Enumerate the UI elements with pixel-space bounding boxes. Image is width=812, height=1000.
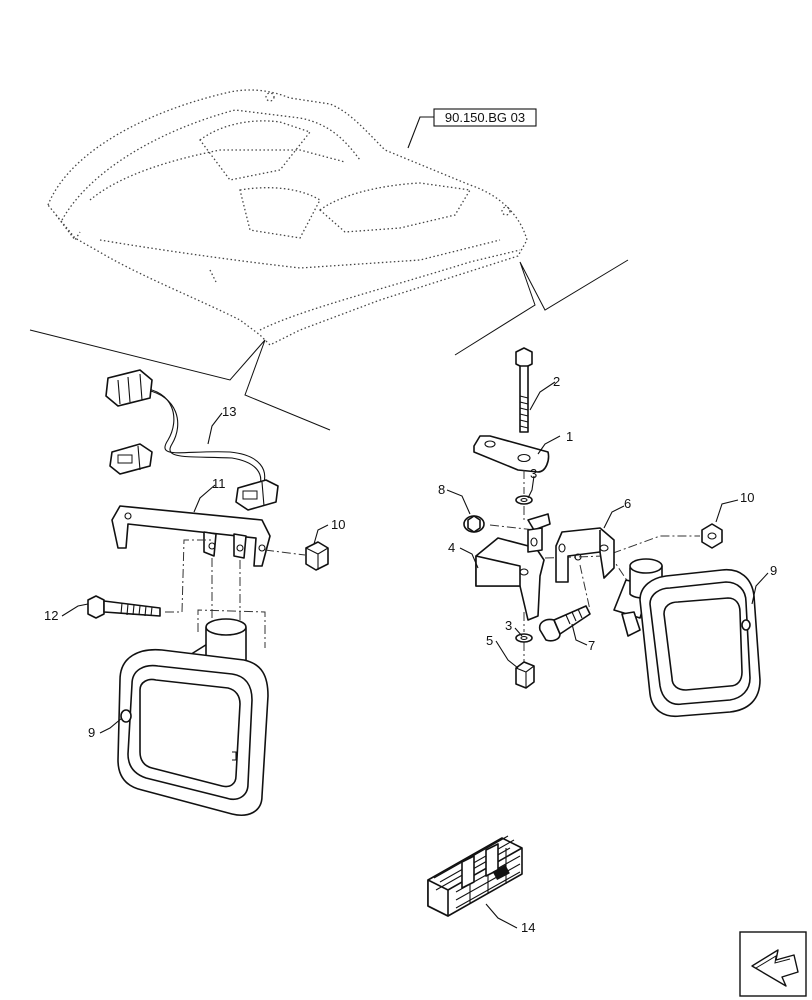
callout-12[interactable]: 12 (44, 608, 58, 623)
callout-9-left[interactable]: 9 (88, 725, 95, 740)
next-page-arrow-icon[interactable] (739, 931, 807, 997)
callout-1[interactable]: 1 (566, 429, 573, 444)
callout-3-upper[interactable]: 3 (530, 466, 537, 481)
nut-right (701, 523, 723, 549)
washer-lower (515, 633, 533, 643)
callout-11[interactable]: 11 (212, 476, 226, 491)
callout-3-lower[interactable]: 3 (505, 618, 512, 633)
right-work-lamp (613, 558, 761, 718)
wiring-harness (105, 369, 279, 511)
reference-box-text: 90.150.BG 03 (445, 110, 525, 125)
callout-13[interactable]: 13 (222, 404, 236, 419)
callout-7[interactable]: 7 (588, 638, 595, 653)
callout-10-right[interactable]: 10 (740, 490, 754, 505)
callout-14[interactable]: 14 (521, 920, 535, 935)
kit-box (427, 835, 523, 917)
callout-8[interactable]: 8 (438, 482, 445, 497)
callout-leaders (61, 381, 769, 929)
cab-roof-outline (47, 89, 528, 346)
callout-6[interactable]: 6 (624, 496, 631, 511)
bolt-left (87, 595, 161, 619)
left-work-lamp (117, 618, 269, 816)
callout-labels: 1 2 3 3 4 5 6 7 8 9 9 10 10 11 12 13 14 (44, 374, 777, 935)
bolt-right-horizontal (538, 605, 591, 642)
nut-left (305, 541, 329, 571)
washer-upper (515, 495, 533, 505)
callout-5[interactable]: 5 (486, 633, 493, 648)
u-bracket (555, 527, 615, 583)
left-assembly-centerlines (165, 539, 306, 648)
section-break-lines (29, 259, 629, 431)
flange-nut (463, 515, 485, 533)
callout-4[interactable]: 4 (448, 540, 455, 555)
l-bracket (475, 513, 551, 621)
bolt-right-vertical (515, 347, 533, 433)
mounting-plate (473, 435, 550, 473)
hex-nut-lower (515, 661, 535, 689)
left-mounting-bracket (111, 505, 271, 567)
reference-box[interactable]: 90.150.BG 03 (407, 108, 537, 149)
callout-2[interactable]: 2 (553, 374, 560, 389)
callout-10-left[interactable]: 10 (331, 517, 345, 532)
callout-9-right[interactable]: 9 (770, 563, 777, 578)
